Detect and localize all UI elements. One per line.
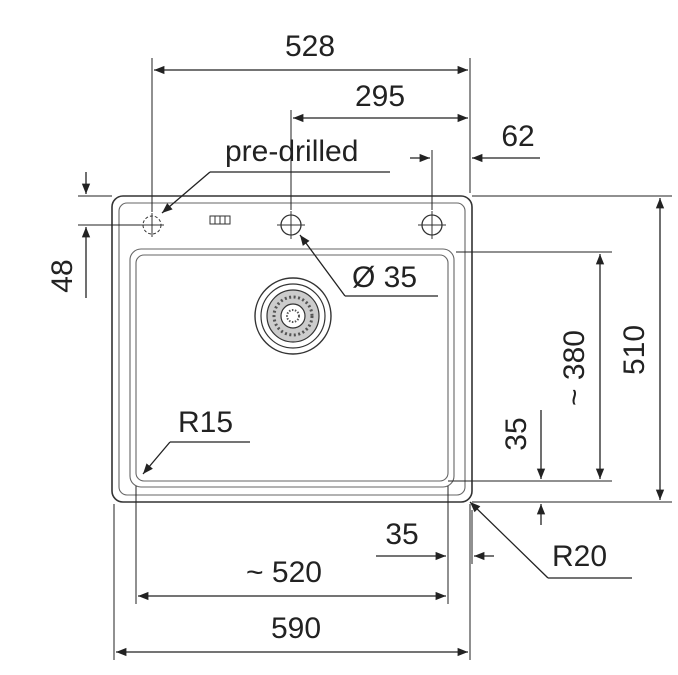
predrilled-leader	[161, 171, 211, 214]
outer-radius-leader	[469, 501, 549, 579]
inner-radius-label: R15	[178, 406, 233, 439]
dimension-590: 590	[271, 612, 321, 645]
tap-hole-secondary-icon	[418, 211, 446, 239]
dimension-295: 295	[355, 80, 405, 113]
bowl-inner-outline	[135, 254, 449, 482]
dimension-62: 62	[501, 120, 534, 153]
inner-radius-leader	[142, 441, 171, 475]
tap-hole-icon	[277, 211, 305, 239]
hole-diameter-label: Ø 35	[352, 261, 417, 294]
dimension-520: ~ 520	[246, 556, 322, 589]
hole-diameter-leader	[299, 234, 346, 297]
dimension-380: ~ 380	[558, 330, 591, 406]
dimension-35-vertical: 35	[500, 417, 533, 450]
outer-radius-label: R20	[552, 540, 607, 573]
drain-strainer-icon	[254, 277, 332, 355]
sink-outer-inset	[118, 202, 466, 496]
dimension-48: 48	[46, 259, 79, 292]
dimension-528: 528	[285, 30, 335, 63]
predrilled-label: pre-drilled	[225, 135, 358, 168]
dimension-510: 510	[618, 325, 651, 375]
dimension-35-horizontal: 35	[385, 518, 418, 551]
overflow-slot-icon	[209, 215, 231, 225]
predrilled-hole-icon	[140, 213, 164, 237]
bowl-outline	[129, 248, 455, 488]
sink-outer-outline	[111, 195, 473, 503]
